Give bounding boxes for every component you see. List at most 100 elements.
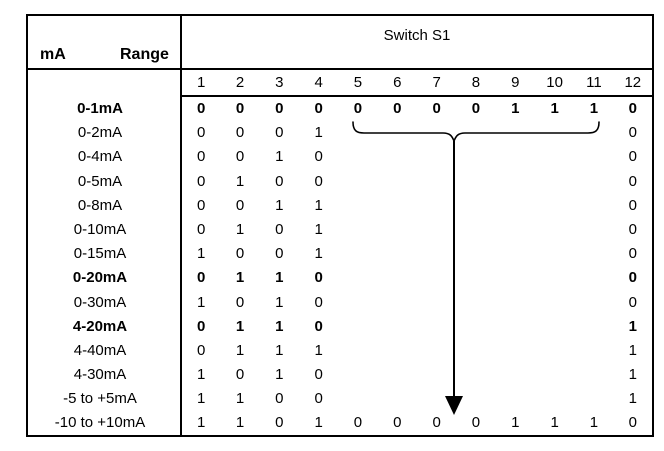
- switch-bit-cell-7: [417, 193, 456, 217]
- switch-col-header-2: 2: [220, 69, 260, 97]
- switch-bit-cell-2: 0: [235, 196, 245, 214]
- switch-bit-cell-8: [456, 242, 495, 266]
- switch-bit-cell-1: 0: [196, 269, 206, 287]
- switch-bit-cell-1: 1: [196, 414, 206, 432]
- switch-bit-cell-11: [574, 362, 613, 386]
- switch-bit-cell-12: 1: [628, 390, 637, 408]
- switch-bit-cell-10: [535, 169, 574, 193]
- range-label-cell: 4-30mA: [27, 362, 182, 387]
- switch-bit-cell-4: 0: [314, 317, 323, 335]
- switch-bit-cell-9: [496, 145, 535, 169]
- switch-bit-cell-5: [338, 169, 377, 193]
- switch-bit-cell-12: 0: [628, 100, 637, 118]
- switch-bit-cell-3: 1: [275, 366, 284, 384]
- switch-bit-cell-3: 0: [275, 414, 284, 432]
- switch-bit-cell-8: [456, 362, 495, 386]
- switch-bit-cell-8: [456, 121, 495, 145]
- switch-bit-cell-11: [574, 242, 613, 266]
- switch-col-header-8: 8: [456, 69, 496, 97]
- switch-bit-cell-8: [456, 145, 495, 169]
- switch-bit-cell-5: [338, 145, 377, 169]
- switch-bit-cell-9: [496, 193, 535, 217]
- switch-col-header-10: 10: [534, 69, 575, 97]
- switch-bit-cell-4: 1: [314, 124, 323, 142]
- switch-bit-cell-8: [456, 169, 495, 193]
- switch-bit-cell-11: [574, 217, 613, 241]
- switch-bit-cell-9: [496, 362, 535, 386]
- switch-bit-cell-11: [574, 145, 613, 169]
- switch-bit-cell-8: [456, 290, 495, 314]
- switch-bit-cell-10: [535, 362, 574, 386]
- switch-bit-cell-4: 1: [314, 220, 323, 238]
- switch-bit-cell-3: 1: [275, 341, 284, 359]
- switch-bit-cell-6: 0: [393, 100, 402, 118]
- numrow-spacer-cell: [27, 69, 182, 96]
- switch-bit-cell-10: [535, 290, 574, 314]
- switch-bit-cell-4: 0: [314, 100, 323, 118]
- switch-bit-cell-2: 0: [235, 100, 245, 118]
- switch-bit-cell-5: [338, 387, 377, 411]
- switch-col-header-11: 11: [574, 69, 614, 97]
- switch-bit-cell-10: [535, 145, 574, 169]
- switch-bit-cell-10: [535, 217, 574, 241]
- switch-bit-cell-2: 1: [235, 317, 245, 335]
- switch-bit-cell-1: 1: [196, 245, 206, 263]
- switch-bit-cell-8: [456, 266, 495, 290]
- switch-bit-cell-6: 0: [393, 414, 402, 432]
- range-label-cell: -5 to +5mA: [27, 386, 182, 411]
- switch-bit-cell-12: 0: [628, 414, 637, 432]
- switch-bit-cell-9: [496, 169, 535, 193]
- switch-col-header-7: 7: [416, 69, 457, 97]
- switch-bit-cell-2: 1: [235, 390, 245, 408]
- switch-bit-cell-10: 1: [550, 414, 559, 432]
- switch-bit-cell-11: [574, 338, 613, 362]
- switch-bit-cell-2: 0: [235, 293, 245, 311]
- switch-bit-cell-11: [574, 169, 613, 193]
- switch-bit-cell-2: 0: [235, 148, 245, 166]
- switch-bit-cell-11: 1: [589, 414, 599, 432]
- switch-bit-cell-1: 0: [196, 124, 206, 142]
- switch-bit-cell-4: 1: [314, 341, 323, 359]
- switch-bit-cell-3: 0: [275, 100, 284, 118]
- range-label-cell: 0-8mA: [27, 193, 182, 218]
- switch-bit-cell-12: 1: [628, 366, 637, 384]
- switch-bit-cell-5: 0: [353, 414, 363, 432]
- switch-bit-cell-12: 1: [628, 317, 637, 335]
- switch-bit-cell-2: 1: [235, 414, 245, 432]
- range-header-label: Range: [120, 46, 169, 64]
- switch-bit-cell-11: [574, 387, 613, 411]
- switch-bit-cell-6: [378, 242, 417, 266]
- switch-bit-cell-10: [535, 121, 574, 145]
- switch-bit-cell-12: 0: [628, 293, 637, 311]
- switch-bit-cell-5: [338, 242, 377, 266]
- switch-bit-cell-6: [378, 169, 417, 193]
- switch-bit-cell-1: 1: [196, 390, 206, 408]
- switch-bit-cell-10: 1: [550, 100, 559, 118]
- switch-bit-cell-4: 0: [314, 172, 323, 190]
- switch-bit-cell-10: [535, 266, 574, 290]
- switch-bit-cell-7: [417, 362, 456, 386]
- switch-bit-cell-8: 0: [471, 414, 481, 432]
- switch-bit-cell-5: [338, 338, 377, 362]
- switch-bit-cell-3: 0: [275, 172, 284, 190]
- switch-bit-cell-3: 1: [275, 148, 284, 166]
- switch-bit-cell-5: [338, 290, 377, 314]
- switch-bit-cell-1: 0: [196, 220, 206, 238]
- switch-bit-cell-9: 1: [511, 414, 520, 432]
- switch-bit-cell-7: [417, 145, 456, 169]
- switch-bit-cell-6: [378, 217, 417, 241]
- range-label-cell: 0-15mA: [27, 241, 182, 266]
- range-label-cell: 4-40mA: [27, 338, 182, 363]
- switch-bit-cell-9: 1: [511, 100, 520, 118]
- switch-bit-cell-1: 0: [196, 172, 206, 190]
- switch-col-header-9: 9: [495, 69, 535, 97]
- switch-s1-title: Switch S1: [181, 15, 654, 71]
- switch-bit-cell-3: 1: [275, 269, 284, 287]
- switch-bit-cell-7: 0: [432, 414, 441, 432]
- switch-col-header-3: 3: [259, 69, 299, 97]
